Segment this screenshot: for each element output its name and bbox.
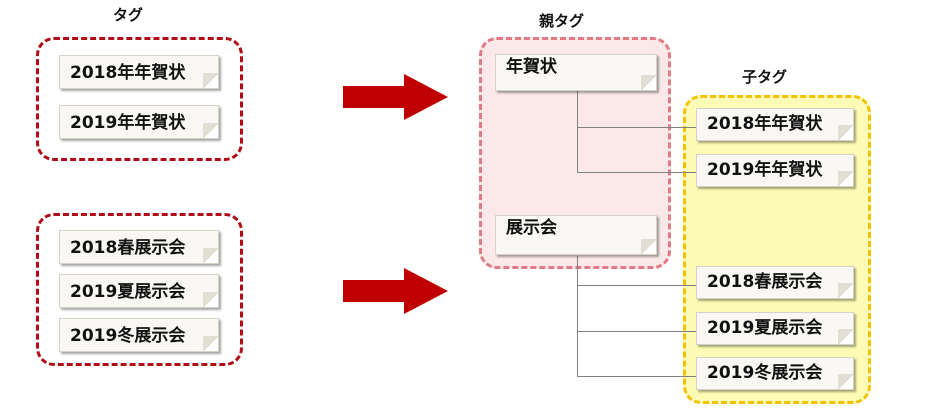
source-tag[interactable]: 2019夏展示会 [59,274,219,308]
source-tag[interactable]: 2019年年賀状 [59,105,219,139]
child-tag-group [683,95,871,404]
right-arrow-icon [343,74,448,120]
source-tag[interactable]: 2018年年賀状 [59,55,219,89]
child-tag[interactable]: 2018春展示会 [696,266,854,299]
child-tags-heading: 子タグ [742,68,788,86]
child-tag[interactable]: 2019夏展示会 [696,312,854,345]
source-tag[interactable]: 2019冬展示会 [59,318,219,352]
parent-tag-new-year-cards[interactable]: 年賀状 [495,54,657,91]
tags-heading: タグ [113,6,144,24]
parent-tags-heading: 親タグ [539,12,585,30]
child-tag[interactable]: 2019年年賀状 [696,154,854,187]
right-arrow-icon [343,268,448,314]
source-tag[interactable]: 2018春展示会 [59,230,219,264]
child-tag[interactable]: 2018年年賀状 [696,108,854,141]
parent-tag-exhibitions[interactable]: 展示会 [495,215,657,255]
child-tag[interactable]: 2019冬展示会 [696,357,854,390]
